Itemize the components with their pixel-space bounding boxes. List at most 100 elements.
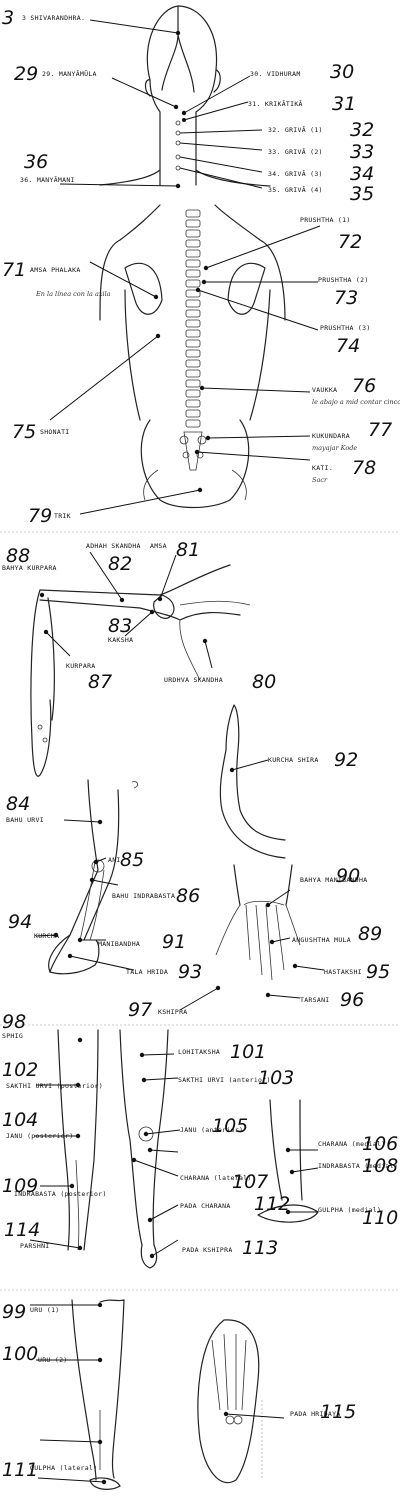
point-74-number: 74	[336, 335, 360, 357]
point-30-label: 30. VIDHURAM	[250, 70, 301, 78]
point-87-label: KURPARA	[66, 662, 96, 670]
point-29-label: 29. MANYĀMŪLA	[42, 69, 97, 78]
kukundara-note: mayajar Kode	[312, 444, 357, 452]
point-82-number: 82	[108, 553, 132, 575]
point-86-number: 86	[176, 885, 200, 907]
point-31-label: 31. KRIKĀTIKĀ	[248, 99, 303, 108]
arm-line-note: En la línea con la axila	[35, 290, 111, 298]
point-112-label: PADA CHARANA	[180, 1202, 231, 1210]
point-74-label: PRUSHTHA (3)	[320, 324, 371, 332]
hand-points	[53, 819, 103, 959]
point-3-number: 3	[2, 7, 14, 29]
point-115-label: PADA HRIDAYA	[290, 1410, 341, 1418]
point-89-number: 89	[358, 923, 382, 945]
point-32-label: 32. GRIVĀ (1)	[268, 125, 323, 134]
foot-sole-drawing	[197, 1319, 263, 1484]
point-103-number: 103	[258, 1067, 294, 1089]
back-drawing	[99, 204, 286, 509]
point-100-number: 100	[2, 1343, 38, 1365]
point-101-number: 101	[230, 1041, 266, 1063]
point-90-label: BAHYA MANIBANDHA	[300, 876, 367, 884]
point-93-number: 93	[178, 961, 202, 983]
point-33-label: 33. GRIVĀ (2)	[268, 147, 323, 156]
kati-note: Sacr	[312, 476, 328, 484]
point-34-number: 34	[350, 163, 374, 185]
point-106-number: 106	[362, 1133, 398, 1155]
leg-posterior-drawing	[57, 1029, 99, 1251]
point-96-label: TARSANI	[300, 996, 330, 1004]
point-71-number: 71	[2, 259, 26, 281]
point-36-label: 36. MANYĀMANI	[20, 175, 75, 184]
point-78-label: KATI.	[312, 464, 333, 472]
point-113-label: PADA KSHIPRA	[182, 1246, 233, 1254]
point-92-number: 92	[334, 749, 358, 771]
head-neck-drawing	[99, 5, 271, 187]
point-109-label: INDRABASTA (posterior)	[14, 1190, 107, 1198]
point-109-number: 109	[2, 1175, 38, 1197]
point-84-number: 84	[6, 793, 30, 815]
point-82-label: ADHAH SKANDHA	[86, 542, 141, 550]
point-107-number: 107	[232, 1171, 268, 1193]
point-94-number: 94	[8, 911, 32, 933]
point-31-number: 31	[332, 93, 356, 115]
point-102-number: 102	[2, 1059, 38, 1081]
point-95-label: HASTAKSHI	[324, 968, 362, 976]
point-73-label: PRUSHTHA (2)	[318, 276, 369, 284]
foot-leader-lines	[30, 1304, 285, 1483]
point-112-number: 112	[254, 1193, 290, 1215]
point-75-label: SHONATI	[40, 428, 70, 436]
point-80-label: URDHVA SKANDHA	[164, 676, 223, 684]
point-76-label: VAUKKA	[312, 386, 337, 394]
point-115-number: 115	[320, 1401, 356, 1423]
point-36-number: 36	[24, 151, 48, 173]
point-100-label: URU (2)	[38, 1356, 68, 1364]
point-29-number: 29	[14, 63, 38, 85]
forearm-hand-drawing	[48, 779, 138, 975]
point-88-number: 88	[6, 545, 30, 567]
point-72-label: PRUSHTHA (1)	[300, 216, 351, 224]
point-81-number: 81	[176, 539, 200, 561]
right-hand-bones-drawing	[215, 864, 301, 998]
lateral-leg-drawing	[71, 1299, 125, 1490]
point-84-label: BAHU URVI	[6, 816, 44, 824]
arm-shoulder-drawing	[30, 564, 251, 777]
point-77-number: 77	[368, 419, 392, 441]
point-85-label: ANI	[108, 856, 121, 864]
point-92-label: KURCHA SHIRA	[268, 756, 319, 764]
point-91-number: 91	[162, 931, 186, 953]
point-102-label: SAKTHI URVI (posterior)	[6, 1082, 103, 1090]
point-88-label: BAHYA KURPARA	[2, 564, 57, 572]
point-79-label: TRIK	[54, 512, 71, 520]
bent-arm-drawing	[219, 704, 286, 859]
point-83-number: 83	[108, 615, 132, 637]
vaukka-note: le abajo a mid contar cinco	[312, 398, 400, 406]
point-111-label: GULPHA (lateral)	[30, 1464, 97, 1472]
point-105-label: JANU (anterior)	[180, 1126, 243, 1134]
point-3-label: 3 SHIVARANDHRA.	[22, 14, 85, 22]
point-89-label: ANGUSHTHA MULA	[292, 936, 351, 944]
point-35-label: 35. GRIVĀ (4)	[268, 185, 323, 194]
point-104-number: 104	[2, 1109, 38, 1131]
point-78-number: 78	[352, 457, 376, 479]
point-96-number: 96	[340, 989, 364, 1011]
point-72-number: 72	[338, 231, 362, 253]
point-110-number: 110	[362, 1207, 398, 1229]
point-98-label: SPHIG	[2, 1032, 23, 1040]
spine-vertebrae	[179, 209, 207, 471]
arm-leader-lines	[45, 551, 213, 669]
point-87-number: 87	[88, 671, 112, 693]
point-105-number: 105	[212, 1115, 248, 1137]
point-99-number: 99	[2, 1301, 26, 1323]
point-114-label: PARSHNI	[20, 1242, 50, 1250]
point-113-number: 113	[242, 1237, 278, 1259]
point-99-label: URU (1)	[30, 1306, 60, 1314]
point-34-label: 34. GRIVĀ (3)	[268, 169, 323, 178]
point-93-label: TALA HRIDA	[126, 968, 168, 976]
point-71-label: AMSA PHALAKA	[30, 266, 81, 274]
point-107-label: CHARANA (lateral)	[180, 1174, 252, 1182]
point-76-number: 76	[352, 375, 376, 397]
point-85-number: 85	[120, 849, 144, 871]
point-110-label: GULPHA (medial)	[318, 1206, 381, 1214]
point-73-number: 73	[334, 287, 358, 309]
point-33-number: 33	[350, 141, 374, 163]
